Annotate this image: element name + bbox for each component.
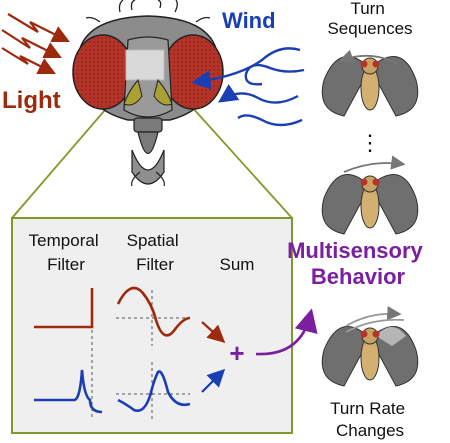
- fly-top-view-3: [321, 306, 419, 387]
- sum-label: Sum: [220, 255, 255, 274]
- right-compound-eye: [162, 34, 224, 110]
- wind-label: Wind: [222, 8, 276, 33]
- left-compound-eye: [72, 34, 134, 110]
- light-zigzag-arrows: [1, 13, 70, 74]
- spatial-filter-label: Spatial Filter: [127, 231, 184, 274]
- ellipsis-dots: ⋮: [359, 130, 381, 155]
- light-label: Light: [2, 87, 61, 114]
- turn-sequences-label: Turn Sequences: [327, 0, 412, 38]
- sum-plus-symbol: +: [229, 338, 244, 368]
- spatial-filter-light-icon: [116, 286, 191, 346]
- temporal-filter-label: Temporal Filter: [29, 231, 104, 274]
- wind-to-sum-arrow: [201, 368, 226, 393]
- turn-rate-changes-label: Turn Rate Changes: [330, 399, 410, 440]
- fly-top-view-2: [321, 155, 419, 235]
- antennae-highlight-box: [125, 49, 165, 81]
- spatial-filter-wind-icon: [116, 362, 191, 420]
- zoom-lines: [11, 95, 293, 219]
- filter-panel: Temporal Filter Spatial Filter Sum: [11, 217, 293, 434]
- fly-head-illustration: [72, 0, 224, 187]
- wind-stream-arrows: [191, 47, 305, 127]
- fly-top-view-1: [321, 49, 419, 117]
- multisensory-behavior-label: Multisensory Behavior: [287, 238, 429, 289]
- sum-to-behavior-arrow: [255, 308, 318, 356]
- temporal-filter-wind-icon: [34, 360, 103, 420]
- light-to-sum-arrow: [201, 321, 226, 343]
